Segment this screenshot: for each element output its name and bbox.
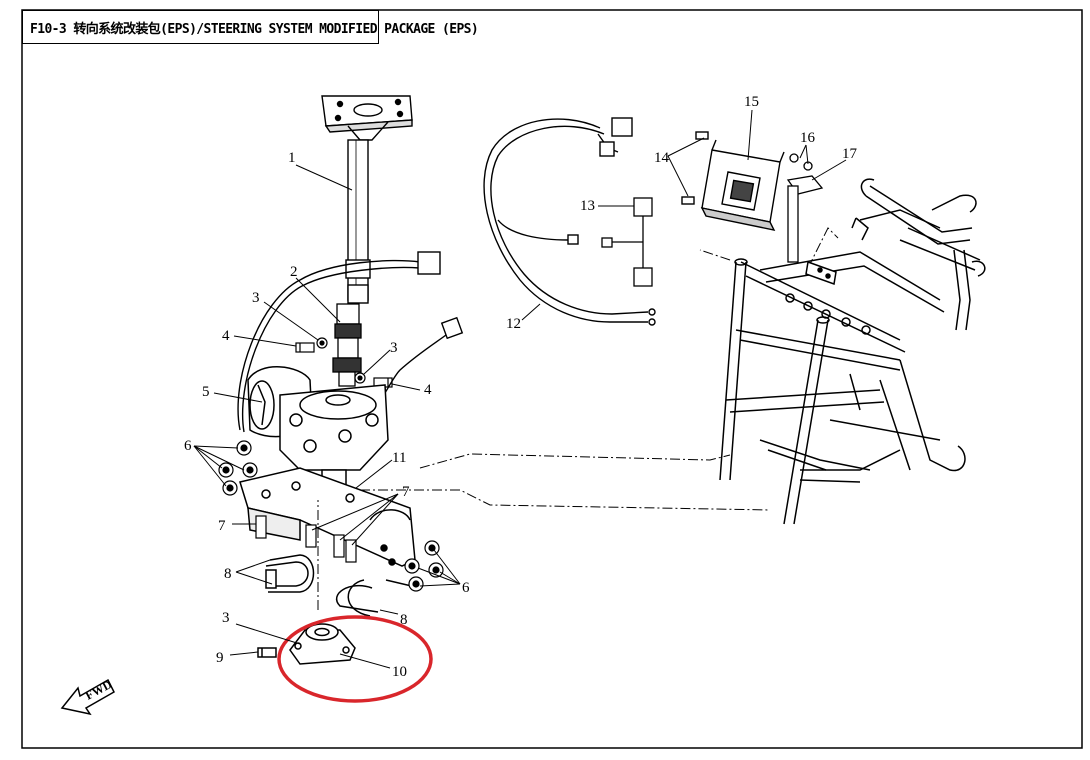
steering-column [321,95,413,304]
page-title: F10-3 转向系统改装包(EPS)/STEERING SYSTEM MODIF… [30,22,479,37]
bracket-bolts [232,515,357,563]
callout-14: 14 [654,150,670,166]
callout-3b: 3 [390,340,398,356]
universal-joint [332,303,362,387]
eps-harness-13 [601,197,653,287]
callout-4b: 4 [424,382,432,398]
eps-motor-gearbox [247,366,389,503]
alignment-lines [317,227,839,610]
callout-3a: 3 [252,290,260,306]
callout-15: 15 [744,94,759,110]
callout-3c: 3 [222,610,230,626]
callout-7a: 7 [218,518,226,534]
vehicle-frame [719,178,986,525]
callout-13: 13 [580,198,595,214]
callout-1: 1 [288,150,296,166]
fwd-arrow [60,678,115,716]
callout-4a: 4 [222,328,230,344]
callout-labels: 1 2 3 3 3 4 4 5 6 6 7 7 8 8 9 10 11 12 1… [184,94,858,680]
callout-6a: 6 [184,438,192,454]
callout-17: 17 [842,146,858,162]
outer-border [21,9,1083,749]
eps-controller [681,131,785,231]
callout-6b: 6 [462,580,470,596]
callout-10: 10 [392,664,407,680]
leader-lines [193,109,847,669]
callout-11: 11 [392,450,406,466]
eps-harness-12 [483,117,656,326]
callout-2: 2 [290,264,298,280]
callout-16: 16 [800,130,816,146]
callout-9: 9 [216,650,224,666]
callout-12: 12 [506,316,521,332]
highlight-ellipse [277,615,433,703]
controller-bracket [786,153,824,263]
lower-bearing-plate [257,623,356,665]
callout-8a: 8 [224,566,232,582]
joint-bolts [295,337,393,388]
callout-8b: 8 [400,612,408,628]
callout-7b: 7 [402,484,410,500]
callout-5: 5 [202,384,210,400]
title-box [22,10,379,44]
